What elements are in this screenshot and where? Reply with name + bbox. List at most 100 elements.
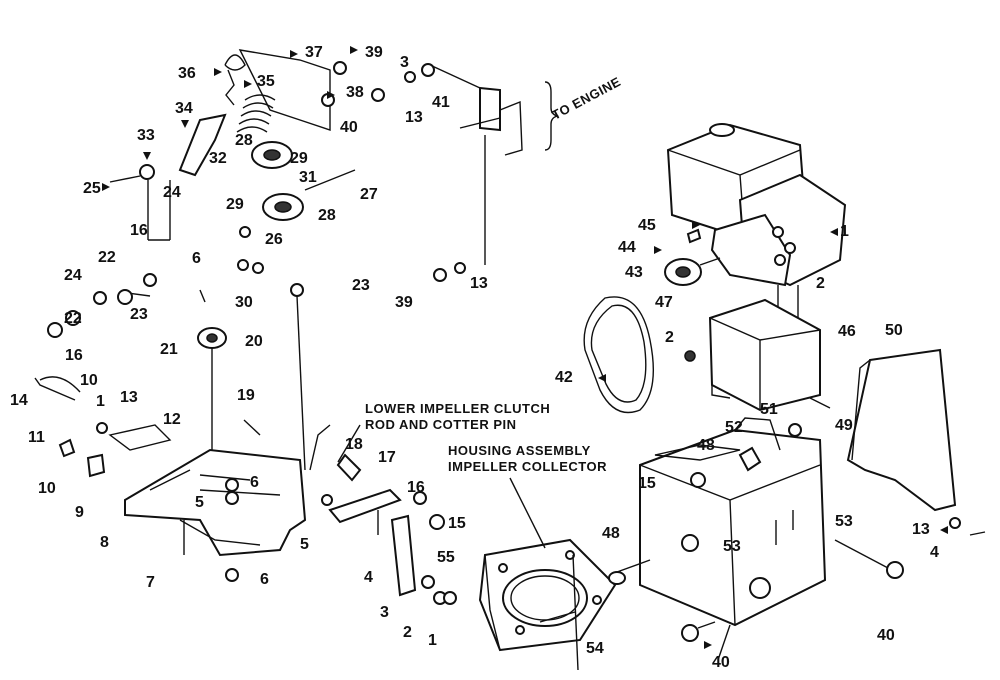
- callout-label: 42: [555, 369, 573, 386]
- callout-label: 28: [235, 132, 253, 149]
- callout-label: 54: [586, 640, 604, 657]
- callout-label: 38: [346, 84, 364, 101]
- callout-label: 18: [345, 436, 363, 453]
- callout-label: 6: [192, 250, 201, 267]
- extension-spring: [225, 69, 235, 106]
- callout-label: 5: [195, 494, 204, 511]
- callout-label: 33: [137, 127, 155, 144]
- callout-label: 11: [28, 429, 45, 446]
- callout-label: 20: [245, 333, 263, 350]
- callout-label: 10: [80, 372, 98, 389]
- callout-label: 48: [697, 437, 715, 454]
- callout-label: 43: [625, 264, 643, 281]
- callout-label: 6: [260, 571, 269, 588]
- callout-label: 16: [65, 347, 83, 364]
- callout-label: 16: [130, 222, 148, 239]
- callout-label: 16: [407, 479, 425, 496]
- drive-frame-plate: [34, 376, 307, 582]
- callout-label: 55: [437, 549, 455, 566]
- callout-label: 35: [257, 73, 275, 90]
- engine: [666, 123, 847, 320]
- callout-label: 3: [380, 604, 389, 621]
- clutch-rod-assembly: [309, 424, 457, 605]
- right-hardware: [681, 517, 986, 642]
- callout-label: 23: [352, 277, 370, 294]
- callout-label: 49: [835, 417, 853, 434]
- callout-label: 53: [723, 538, 741, 555]
- callout-label: 40: [340, 119, 358, 136]
- callout-label: 46: [838, 323, 856, 340]
- washer: [139, 164, 155, 180]
- callout-label: 17: [378, 449, 396, 466]
- caption-to-engine: TO ENGINE: [549, 74, 623, 123]
- callout-label: 40: [877, 627, 895, 644]
- leader-arrows: [102, 46, 948, 649]
- callout-label: 1: [96, 393, 105, 410]
- callout-label: 29: [290, 150, 308, 167]
- coil-spring: [236, 94, 276, 133]
- callout-label: 6: [250, 474, 259, 491]
- callout-label: 32: [209, 150, 227, 167]
- caption-housing-line1: HOUSING ASSEMBLY: [448, 443, 591, 458]
- callout-label: 30: [235, 294, 253, 311]
- callout-label: 48: [602, 525, 620, 542]
- callout-label: 15: [638, 475, 656, 492]
- callout-label: 24: [163, 184, 181, 201]
- callout-label: 31: [299, 169, 317, 186]
- callout-label: 1: [840, 223, 849, 240]
- callout-label: 5: [300, 536, 309, 553]
- callout-label: 13: [470, 275, 488, 292]
- upper-pulley: [251, 141, 293, 169]
- callout-label: 19: [237, 387, 255, 404]
- side-shield: [846, 348, 957, 512]
- callout-label: 1: [428, 632, 437, 649]
- callout-label: 28: [318, 207, 336, 224]
- caption-clutch-rod-line1: LOWER IMPELLER CLUTCH: [365, 401, 550, 416]
- impeller-housing-frame: [639, 417, 827, 661]
- callout-label: 23: [130, 306, 148, 323]
- small-pulley: [197, 327, 227, 349]
- callout-label: 25: [83, 180, 101, 197]
- idler-arm: [178, 113, 227, 177]
- clutch-lever: [390, 514, 417, 597]
- callout-label: 47: [655, 294, 673, 311]
- callout-label: 4: [364, 569, 373, 586]
- callout-label: 10: [38, 480, 56, 497]
- belt-cover: [708, 298, 831, 412]
- callout-label: 24: [64, 267, 82, 284]
- callout-label: 2: [816, 275, 825, 292]
- callout-label: 14: [10, 392, 28, 409]
- callout-label: 2: [665, 329, 674, 346]
- callout-label: 4: [930, 544, 939, 561]
- callout-label: 26: [265, 231, 283, 248]
- callout-label: 2: [403, 624, 412, 641]
- callout-label: 22: [98, 249, 116, 266]
- caption-clutch-rod-line2: ROD AND COTTER PIN: [365, 417, 517, 432]
- impeller-collector: [478, 538, 651, 671]
- drive-pulley-and-belt: [583, 228, 721, 414]
- engine-linkage: [321, 61, 560, 282]
- callout-label: 44: [618, 239, 636, 256]
- callout-label: 39: [365, 44, 383, 61]
- callout-label: 51: [760, 401, 778, 418]
- callout-label: 40: [712, 654, 730, 671]
- callout-label: 7: [146, 574, 155, 591]
- callout-label: 36: [178, 65, 196, 82]
- lower-pulley: [262, 193, 304, 221]
- callout-label: 3: [400, 54, 409, 71]
- callout-label: 13: [912, 521, 930, 538]
- callout-label: 15: [448, 515, 466, 532]
- callout-label: 39: [395, 294, 413, 311]
- callout-label: 50: [885, 322, 903, 339]
- callout-label: 52: [725, 419, 743, 436]
- upper-linkage-assembly: [47, 49, 356, 471]
- drive-belt: [583, 296, 655, 414]
- callout-label: 29: [226, 196, 244, 213]
- callout-label: 27: [360, 186, 378, 203]
- callout-labels: 37 36 35 34 33 25 24 16 22 24 22 16 23 2…: [10, 44, 939, 671]
- callout-label: 34: [175, 100, 193, 117]
- callout-label: 21: [160, 341, 178, 358]
- callout-label: 12: [163, 411, 181, 428]
